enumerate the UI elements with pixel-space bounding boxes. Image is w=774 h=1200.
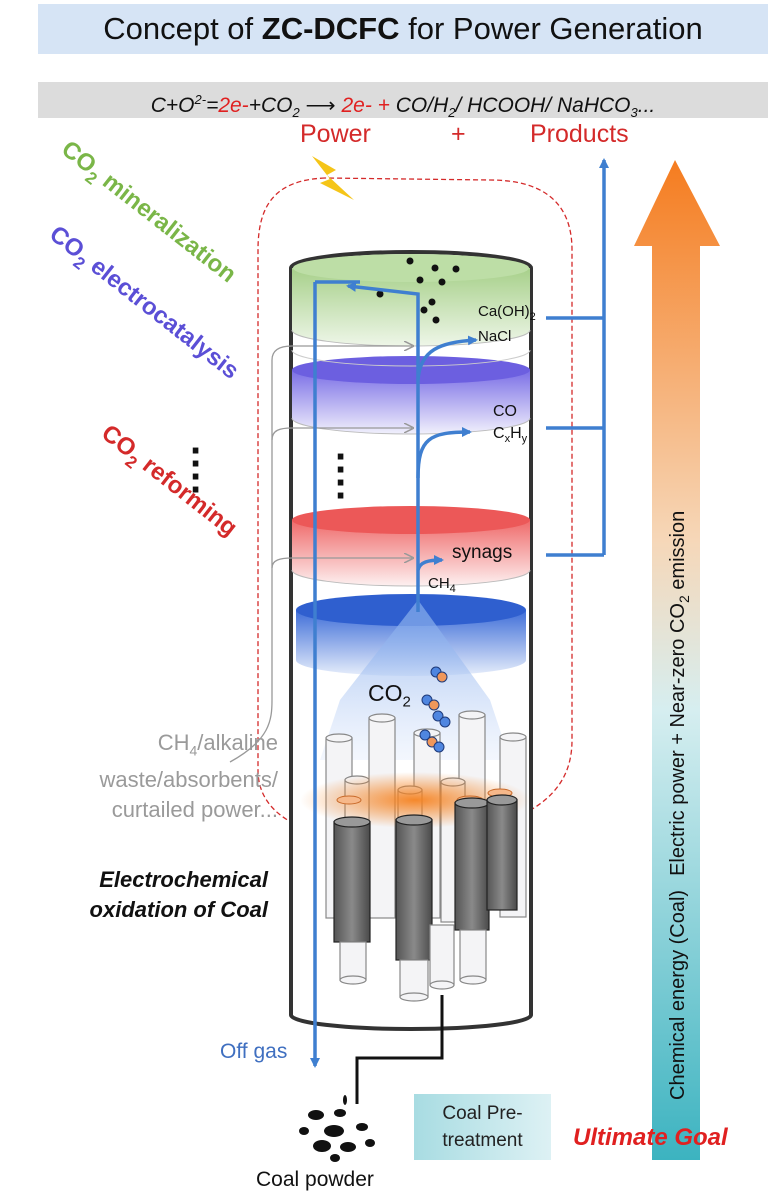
coal-pretreatment-box: [414, 1094, 551, 1160]
syngas-label: synags: [452, 542, 513, 563]
more-layers-ellipsis: ····: [335, 435, 349, 518]
off-gas-label: Off gas: [220, 1040, 288, 1063]
reforming-layer-top: [292, 506, 530, 534]
electrocatalysis-layer: [292, 370, 530, 434]
lightning-icon: [312, 156, 354, 200]
co2-molecules: [419, 666, 451, 753]
coal-powder-particles: [299, 1095, 375, 1162]
gas-flow-lines: [310, 158, 609, 1068]
goal-arrow-text: Chemical energy (Coal)Electric power + N…: [667, 511, 692, 1100]
coal-powder-label: Coal powder: [256, 1168, 374, 1191]
reaction-equation: C+O2-=2e-+CO2 ⟶ 2e- + CO/H2/ HCOOH/ NaHC…: [150, 92, 656, 121]
carbon-particles-top: [376, 257, 460, 324]
goal-arrow: [634, 160, 720, 1160]
page-title: Concept of ZC-DCFC for Power Generation: [103, 11, 703, 46]
coal-rods: [333, 794, 518, 961]
co2-reforming-label: CO2 reforming: [93, 419, 242, 545]
title-bar: [38, 4, 768, 54]
mineralization-layer-top: [293, 254, 529, 282]
power-loop-boundary: [257, 177, 573, 842]
coal-pretreatment-label: Coal Pre-treatment: [442, 1103, 523, 1151]
more-processes-ellipsis: ····: [190, 429, 204, 512]
power-label: Power: [300, 120, 371, 148]
co2-label: CO2: [368, 680, 411, 711]
products-label: Products: [530, 120, 629, 148]
plus-label: +: [451, 120, 466, 148]
ultimate-goal-label: Ultimate Goal: [573, 1124, 728, 1151]
coal-feed-line: [355, 995, 444, 1104]
electrocatalysis-layer-top: [292, 356, 530, 384]
ch4-label: CH4: [428, 575, 456, 595]
input-arrows: [229, 346, 412, 763]
equation-bar: [38, 82, 768, 118]
